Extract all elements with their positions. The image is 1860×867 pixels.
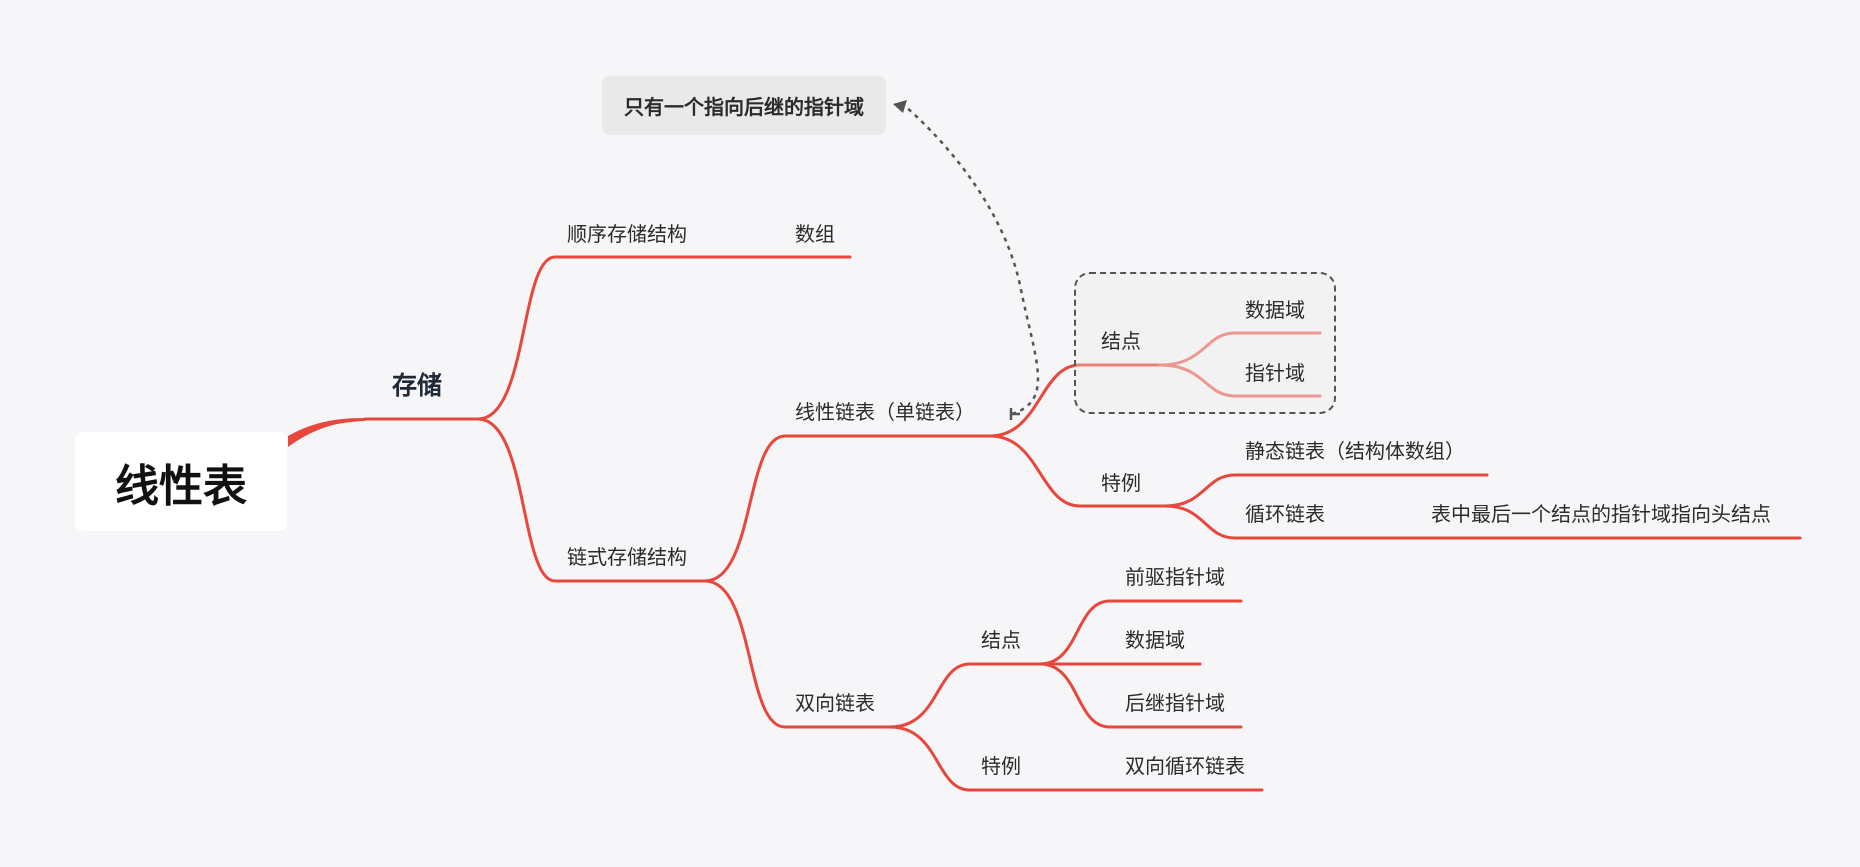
- branch-prev-pointer: [1038, 599, 1243, 666]
- topic-singly-node[interactable]: 结点: [1101, 329, 1141, 353]
- relationship-start-tick: [1009, 408, 1020, 420]
- topic-storage[interactable]: 存储: [392, 371, 443, 400]
- root-connector: [288, 418, 365, 447]
- branch-doubly: [703, 579, 892, 729]
- branch-doubly-special: [888, 725, 1112, 792]
- branch-static-list: [1163, 473, 1489, 508]
- topic-sequential[interactable]: 顺序存储结构: [567, 222, 687, 246]
- relationship-arrowhead: [893, 100, 907, 113]
- topic-array[interactable]: 数组: [795, 222, 835, 246]
- topic-doubly-data[interactable]: 数据域: [1125, 628, 1185, 652]
- node-boundary[interactable]: [1074, 272, 1336, 414]
- topic-prev-pointer[interactable]: 前驱指针域: [1125, 565, 1225, 589]
- topic-singly-pointer[interactable]: 指针域: [1245, 361, 1305, 385]
- branch-singly-data: [1158, 331, 1322, 367]
- branch-linked: [476, 417, 707, 583]
- topic-doubly-special[interactable]: 特例: [981, 754, 1021, 778]
- branch-doubly-node: [888, 662, 1042, 729]
- root-topic[interactable]: 线性表: [75, 432, 287, 531]
- branch-singly-pointer: [1158, 363, 1322, 398]
- topic-doubly-node[interactable]: 结点: [981, 628, 1021, 652]
- branch-circular-list: [1163, 504, 1420, 540]
- topic-circular-list[interactable]: 循环链表: [1245, 502, 1325, 526]
- topic-singly-linked[interactable]: 线性链表（单链表）: [795, 400, 975, 424]
- relationship-line: [904, 105, 1040, 416]
- topic-doubly-linked[interactable]: 双向链表: [795, 691, 875, 715]
- topic-next-pointer[interactable]: 后继指针域: [1125, 691, 1225, 715]
- branch-next-pointer: [1038, 662, 1243, 729]
- branch-sequential: [476, 255, 772, 421]
- branch-singly: [703, 434, 992, 583]
- branch-singly-special: [988, 434, 1167, 508]
- topic-static-list[interactable]: 静态链表（结构体数组）: [1245, 439, 1465, 463]
- topic-singly-special[interactable]: 特例: [1101, 471, 1141, 495]
- topic-doubly-circular[interactable]: 双向循环链表: [1125, 754, 1245, 778]
- topic-singly-data[interactable]: 数据域: [1245, 298, 1305, 322]
- topic-circular-note[interactable]: 表中最后一个结点的指针域指向头结点: [1431, 502, 1771, 526]
- relationship-callout[interactable]: 只有一个指向后继的指针域: [602, 76, 886, 135]
- topic-linked[interactable]: 链式存储结构: [567, 545, 687, 569]
